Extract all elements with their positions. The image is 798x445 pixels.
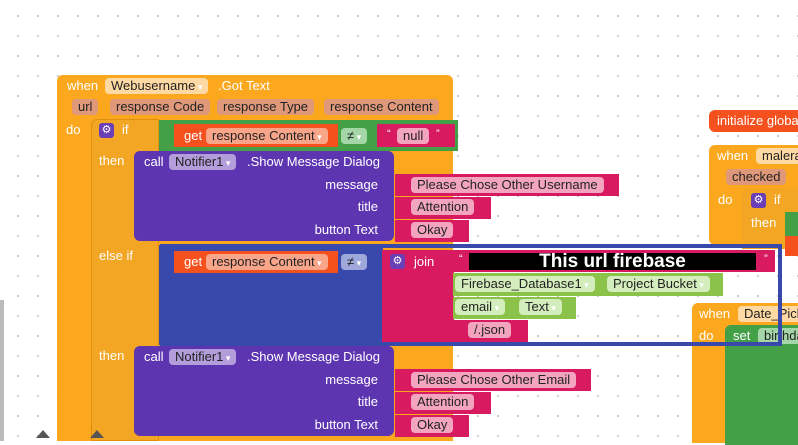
redacted-url-text: This url firebase bbox=[469, 252, 756, 271]
initialize-global-block[interactable] bbox=[709, 110, 798, 132]
gear-icon[interactable]: ⚙ bbox=[751, 193, 766, 208]
then-label: then bbox=[99, 153, 125, 168]
button-text-label: button Text bbox=[314, 222, 378, 237]
message-label: message bbox=[325, 372, 378, 387]
notifier-dropdown[interactable]: Notifier1 bbox=[169, 154, 237, 170]
when-label: when bbox=[699, 306, 731, 321]
when-label: when bbox=[717, 148, 749, 163]
collapse-arrow-icon[interactable] bbox=[90, 430, 104, 438]
call-label: call bbox=[144, 154, 164, 169]
do-label: do bbox=[699, 328, 714, 343]
gear-icon[interactable]: ⚙ bbox=[99, 123, 114, 138]
title-label: title bbox=[357, 394, 378, 409]
get-label: get bbox=[184, 128, 203, 143]
set-label: set bbox=[733, 328, 751, 343]
else-if-label: else if bbox=[99, 248, 133, 263]
event-name: .Got Text bbox=[218, 78, 270, 93]
text-value[interactable]: Okay bbox=[411, 222, 454, 238]
button-text-label: button Text bbox=[314, 417, 378, 432]
do-label: do bbox=[66, 122, 81, 137]
param-response-type[interactable]: response Type bbox=[217, 99, 315, 115]
title-label: title bbox=[357, 199, 378, 214]
text-value[interactable]: /.json bbox=[468, 322, 512, 338]
call-label: call bbox=[144, 349, 164, 364]
do-label: do bbox=[718, 192, 733, 207]
variable-dropdown[interactable]: response Content bbox=[206, 128, 328, 144]
annotation-highlight-box bbox=[160, 244, 782, 346]
if-label: if bbox=[122, 122, 129, 137]
property-dropdown[interactable]: Text bbox=[519, 299, 562, 315]
init-label: initialize globa bbox=[717, 113, 798, 128]
method-name: .Show Message Dialog bbox=[247, 154, 380, 169]
text-value[interactable]: Please Chose Other Email bbox=[411, 372, 577, 388]
component-dropdown[interactable]: Date_Pick bbox=[738, 306, 798, 322]
variable-dropdown[interactable]: response Content bbox=[206, 254, 328, 270]
when-label: when bbox=[67, 78, 99, 93]
then-label: then bbox=[751, 215, 777, 230]
param-url[interactable]: url bbox=[72, 99, 99, 115]
text-value[interactable]: Attention bbox=[411, 394, 475, 410]
gear-icon[interactable]: ⚙ bbox=[390, 254, 405, 269]
text-value[interactable]: null bbox=[397, 128, 430, 144]
method-name: .Show Message Dialog bbox=[247, 349, 380, 364]
param-checked[interactable]: checked bbox=[726, 169, 787, 185]
set-block[interactable] bbox=[785, 236, 798, 256]
then-label-2: then bbox=[99, 348, 125, 363]
join-label: join bbox=[414, 254, 435, 269]
text-value[interactable]: Attention bbox=[411, 199, 475, 215]
get-label: get bbox=[184, 254, 203, 269]
firebase-component-dropdown[interactable]: Firebase_Database1 bbox=[455, 276, 595, 292]
property-dropdown[interactable]: Project Bucket bbox=[607, 276, 710, 292]
operator-dropdown[interactable]: ≠ bbox=[341, 254, 368, 270]
set-block[interactable] bbox=[785, 212, 798, 236]
component-dropdown[interactable]: Webusername bbox=[105, 78, 209, 94]
collapse-arrow-icon[interactable] bbox=[36, 430, 50, 438]
param-response-code[interactable]: response Code bbox=[110, 99, 211, 115]
scrollbar[interactable] bbox=[0, 300, 4, 441]
text-value[interactable]: Please Chose Other Username bbox=[411, 177, 604, 193]
email-component-dropdown[interactable]: email bbox=[455, 299, 506, 315]
operator-dropdown[interactable]: ≠ bbox=[341, 128, 368, 144]
notifier-dropdown[interactable]: Notifier1 bbox=[169, 349, 237, 365]
message-label: message bbox=[325, 177, 378, 192]
if-label: if bbox=[774, 192, 781, 207]
component-dropdown[interactable]: malera bbox=[756, 148, 798, 164]
text-value[interactable]: Okay bbox=[411, 417, 454, 433]
param-response-content[interactable]: response Content bbox=[324, 99, 439, 115]
